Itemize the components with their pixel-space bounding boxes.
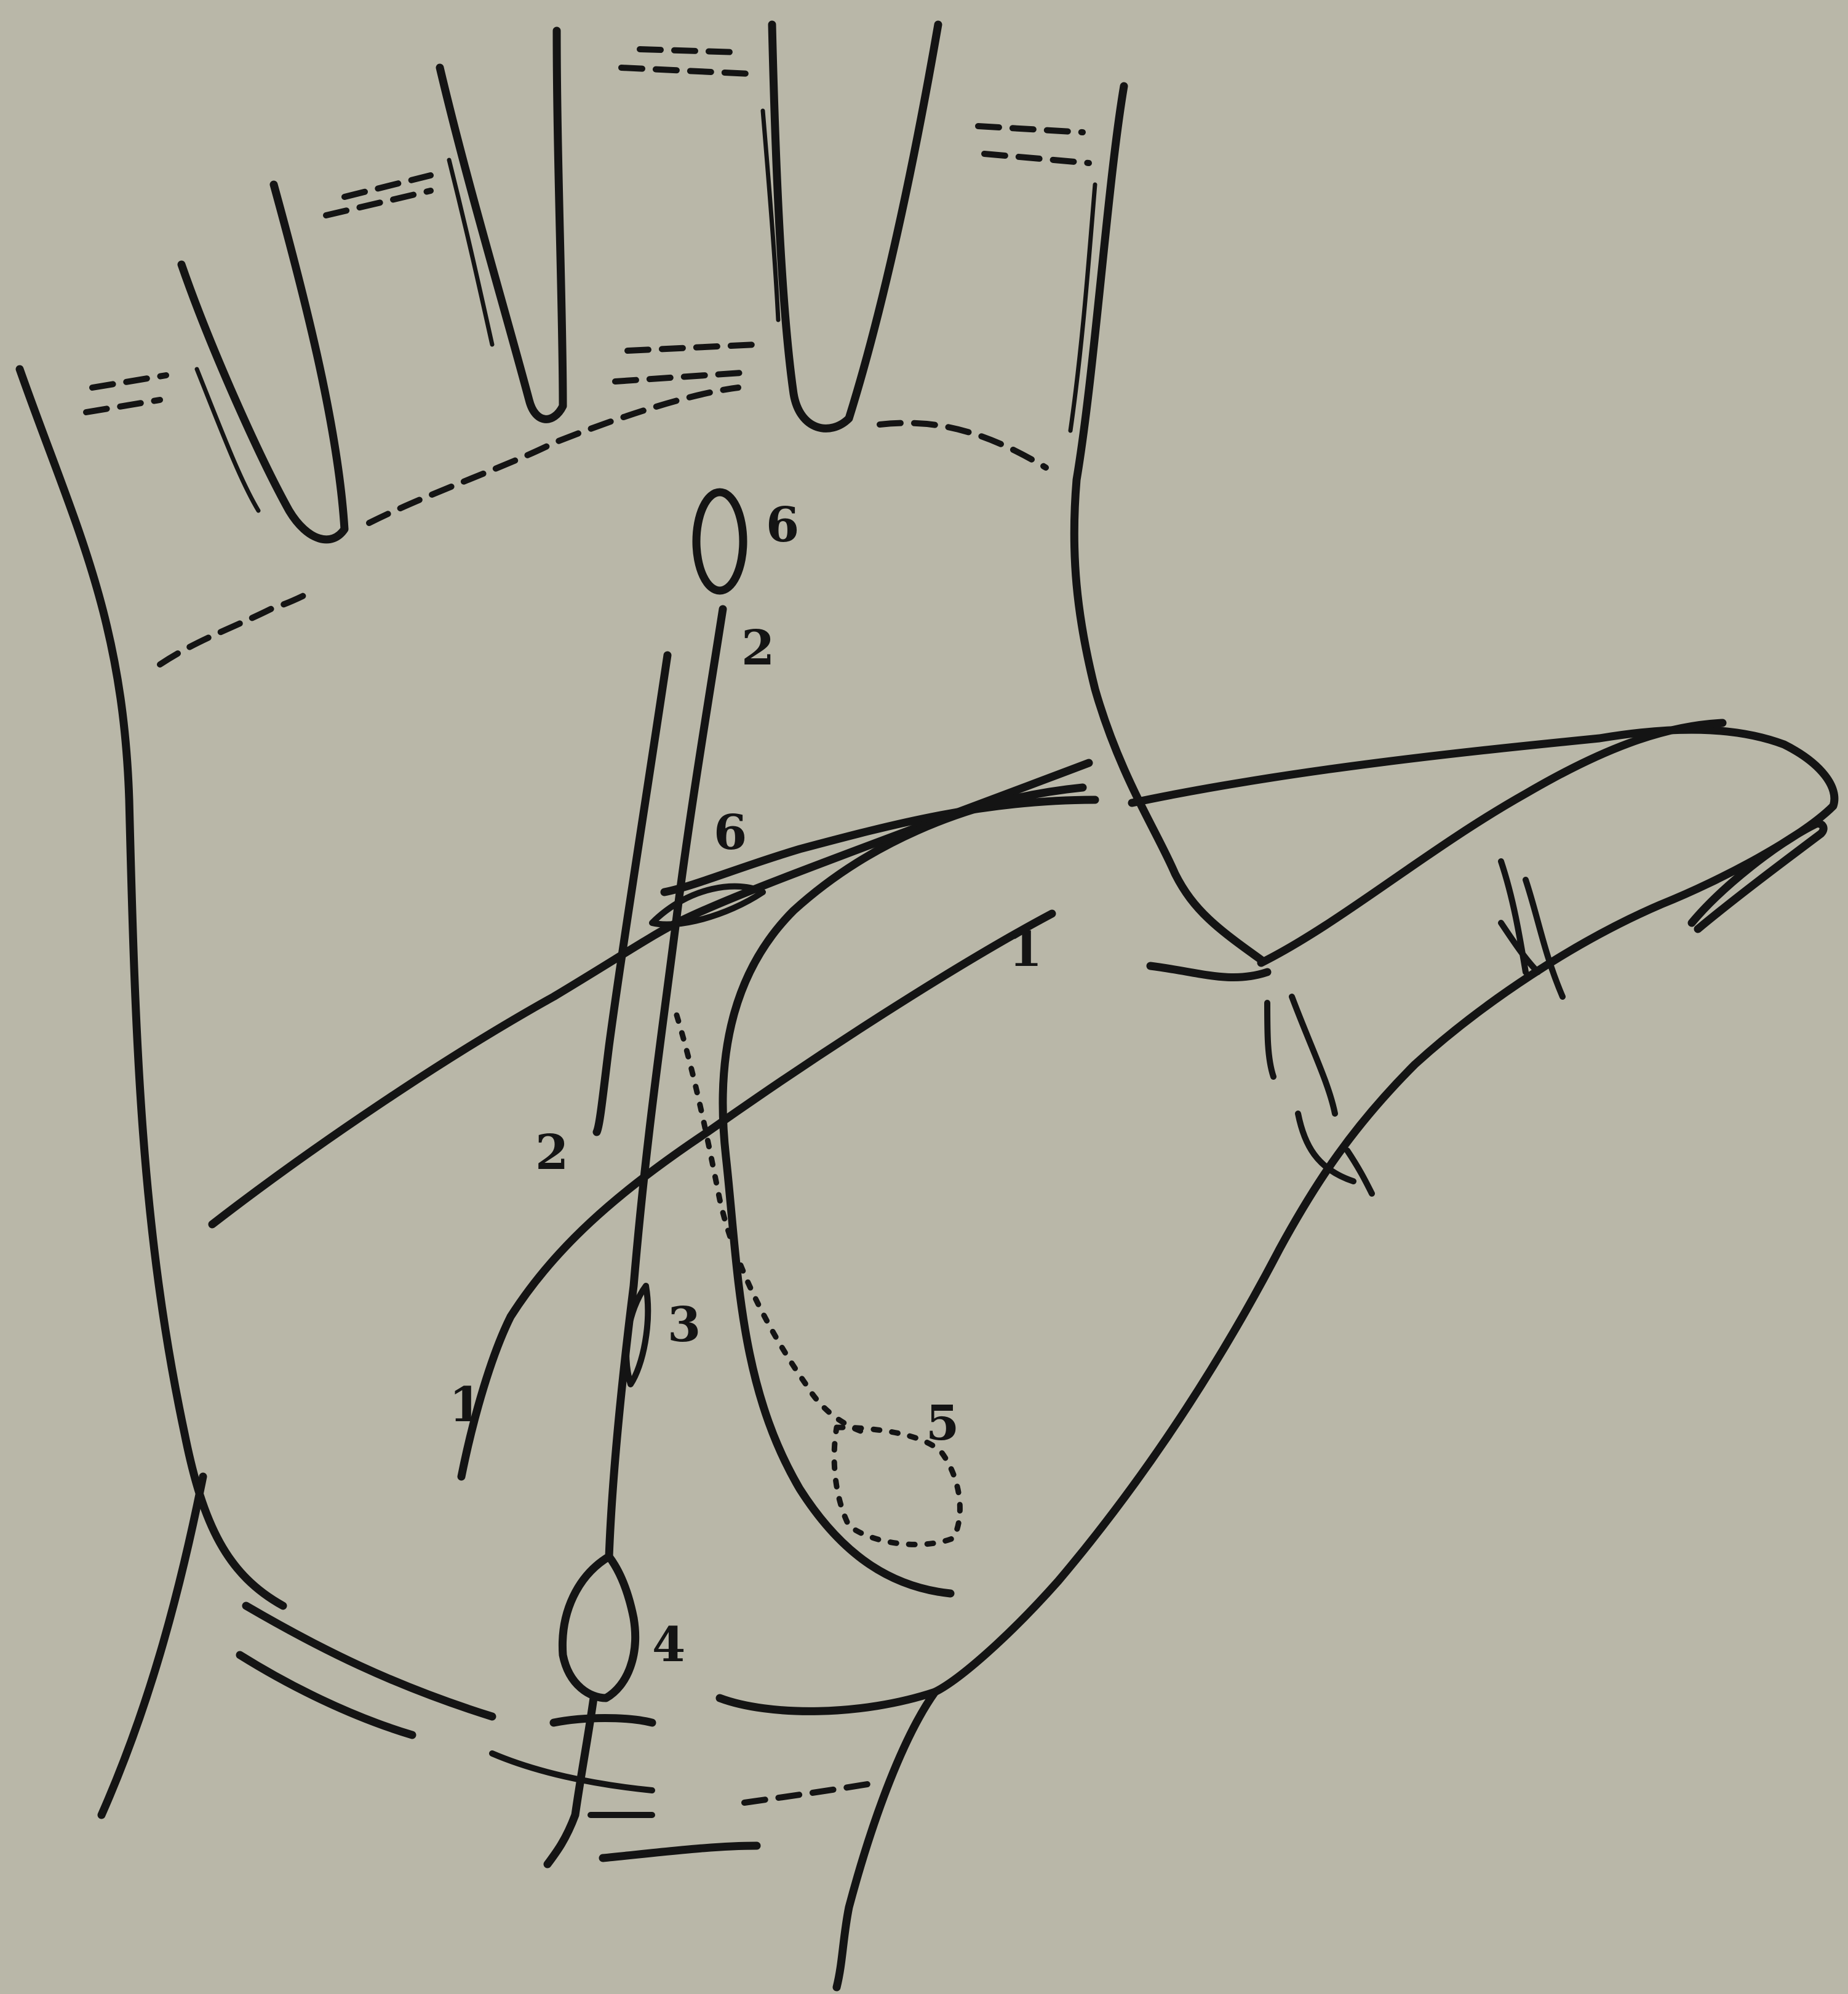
label-5: 5 [926, 1395, 959, 1451]
label-bottom-4: 4 [652, 1617, 685, 1673]
label-circle-6: 6 [766, 497, 799, 553]
label-lower-2: 2 [535, 1125, 568, 1181]
crease-middle-2 [640, 49, 738, 52]
label-mid-6: 6 [714, 805, 747, 861]
bracelet-line-4 [554, 1718, 652, 1723]
label-3: 3 [667, 1297, 701, 1353]
label-left-1: 1 [449, 1377, 482, 1433]
label-right-1: 1 [1009, 922, 1042, 978]
label-upper-2: 2 [741, 620, 775, 676]
